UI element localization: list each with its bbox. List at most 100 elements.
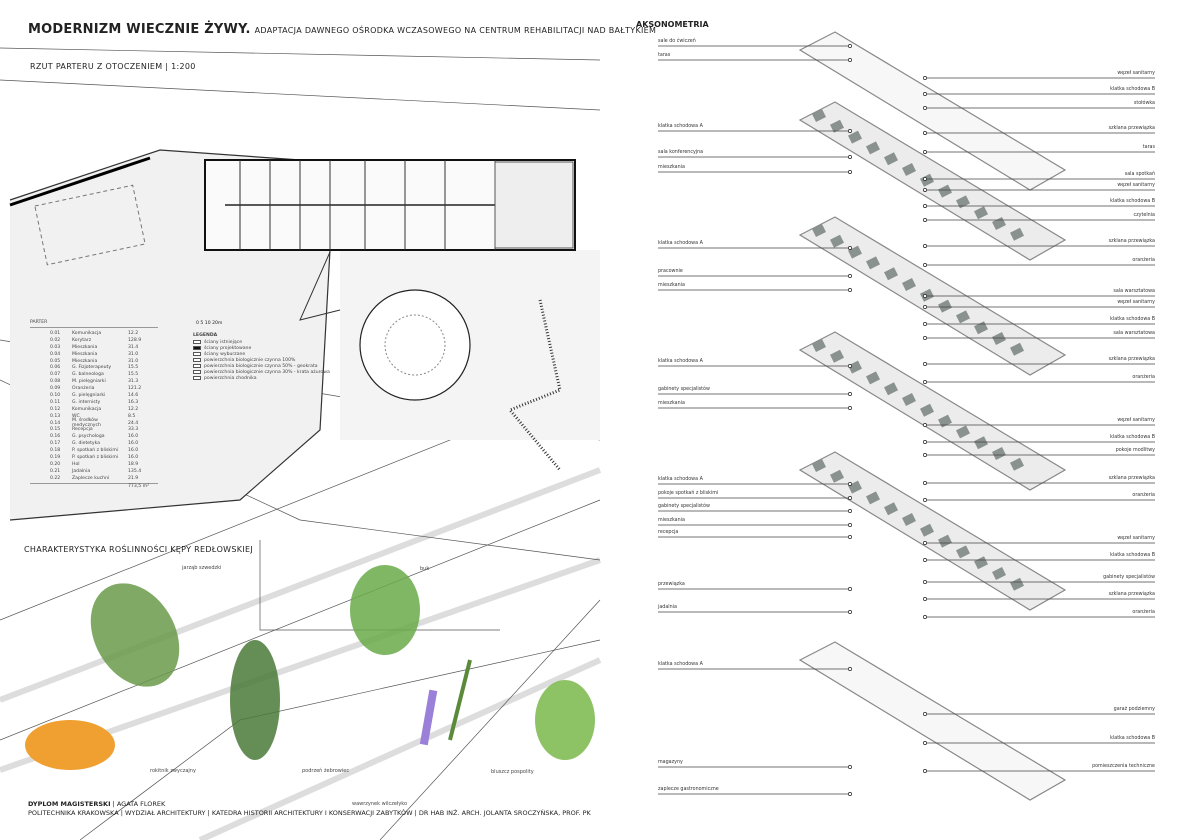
axonometry-label: węzeł sanitarny: [1117, 71, 1155, 76]
room-area: 15.5: [128, 365, 139, 371]
rooms-total: 773,5 m²: [30, 482, 158, 489]
room-area: 31.3: [128, 379, 139, 385]
room-no: 0.15: [50, 427, 61, 433]
axonometry-label: pokoje modlitwy: [1115, 448, 1155, 453]
legend-label: powierzchnia biologicznie czynna 30% - k…: [204, 369, 330, 375]
legend-label: powierzchnia biologicznie czynna 100%: [204, 357, 296, 363]
room-name: Jadalnia: [72, 468, 91, 474]
room-name: Komunikacja: [72, 330, 102, 336]
axonometry-label: klatka schodowa B: [1110, 736, 1155, 741]
room-area: 16.3: [128, 399, 139, 405]
room-no: 0.05: [50, 358, 61, 364]
room-area: 12.2: [128, 406, 139, 412]
plant-label: bluszcz pospolity: [491, 769, 534, 775]
footer-institution: POLITECHNIKA KRAKOWSKA | WYDZIAŁ ARCHITE…: [28, 809, 591, 817]
room-name: Mieszkania: [72, 351, 98, 357]
axonometry-label: sala konferencyjna: [658, 150, 704, 155]
axonometry-label: oranżeria: [1132, 375, 1155, 380]
axonometry-label: pokoje spotkań z bliskimi: [658, 491, 719, 496]
legend-item: ściany istniejące: [193, 339, 330, 345]
room-no: 0.13: [50, 413, 61, 419]
room-name: Hol: [72, 461, 80, 467]
axonometry-label: jadalnia: [658, 605, 677, 610]
plant-label: buk: [420, 566, 430, 572]
axonometry-label: pomieszczenia techniczne: [1092, 764, 1155, 769]
axonometry-label: recepcja: [658, 530, 679, 535]
axonometry-label: szklana przewiązka: [1108, 592, 1155, 597]
axonometry-label: gabinety specjalistów: [658, 504, 710, 509]
legend-title: LEGENDA: [193, 333, 218, 338]
room-no: 0.14: [50, 420, 61, 426]
legend-label: powierzchnia chodnika: [204, 375, 257, 381]
scale-bar: 0 5 10 20m: [196, 321, 223, 326]
room-no: 0.12: [50, 406, 61, 412]
room-area: 31.4: [128, 344, 139, 350]
room-name: P. spotkań z bliskimi: [72, 448, 119, 454]
legend-swatch: [193, 340, 201, 344]
room-no: 0.20: [50, 461, 61, 467]
room-no: 0.17: [50, 441, 61, 447]
plant-illustrations: [25, 565, 595, 770]
room-no: 0.19: [50, 454, 61, 460]
room-name: G. internisty: [72, 399, 101, 405]
axonometry-floor-2: [798, 101, 1067, 261]
legend-label: ściany istniejące: [204, 339, 243, 345]
room-no: 0.02: [50, 337, 61, 343]
axonometry-label: sala warsztatowa: [1113, 331, 1155, 336]
room-area: 18.9: [128, 461, 139, 467]
axonometry-label: klatka schodowa B: [1110, 87, 1155, 92]
room-no: 0.04: [50, 351, 61, 357]
room-area: 24.4: [128, 420, 139, 426]
room-area: 12.2: [128, 330, 139, 336]
room-area: 31.0: [128, 351, 139, 357]
room-area: 15.5: [128, 372, 139, 378]
room-area: 121.2: [128, 386, 142, 392]
legend-swatch: [193, 358, 201, 362]
axonometry-label: taras: [1142, 145, 1155, 150]
room-area: 31.0: [128, 358, 139, 364]
legend-item: powierzchnia biologicznie czynna 30% - k…: [193, 369, 330, 375]
footer: DYPLOM MAGISTERSKI | AGATA FLOREK POLITE…: [28, 800, 591, 818]
axonometry-label: sala warsztatowa: [1113, 289, 1155, 294]
room-name: M. środków medycznych: [72, 418, 101, 429]
room-name: G. dietetyka: [72, 441, 101, 447]
legend-item: powierzchnia biologicznie czynna 50% - g…: [193, 363, 330, 369]
axonometry-label: węzeł sanitarny: [1117, 536, 1155, 541]
legend-label: ściany projektowane: [204, 345, 252, 351]
room-name: Mieszkania: [72, 344, 98, 350]
axonometry-title: AKSONOMETRIA: [636, 20, 709, 29]
footer-diploma: DYPLOM MAGISTERSKI: [28, 800, 111, 808]
plant-label: wawrzynek wilczełyko: [352, 801, 408, 807]
axonometry-label: klatka schodowa A: [658, 359, 703, 364]
legend-item: ściany wyburzane: [193, 351, 330, 357]
legend-swatch: [193, 346, 201, 350]
room-area: 16.0: [128, 448, 139, 454]
room-name: P. spotkań z bliskimi: [72, 454, 119, 460]
axonometry-label: mieszkania: [658, 518, 685, 523]
room-name: G. balneologa: [72, 372, 104, 378]
room-no: 0.18: [50, 448, 61, 454]
table-row: 0.14 M. środków medycznych 24.4: [30, 418, 158, 429]
axonometry-label: gabinety specjalistów: [1103, 575, 1155, 580]
room-name: G. Fizjoterapeuty: [72, 365, 112, 371]
axonometry-floor-4: [798, 331, 1067, 491]
room-name: M. pielęgniarki: [72, 379, 106, 385]
page-title: MODERNIZM WIECZNIE ŻYWY.ADAPTACJA DAWNEG…: [28, 22, 657, 37]
table-row: 0.04 Mieszkania 31.0: [30, 351, 158, 358]
legend-label: ściany wyburzane: [204, 351, 246, 357]
axonometry-label: węzeł sanitarny: [1117, 418, 1155, 423]
axonometry-label: oranżeria: [1132, 610, 1155, 615]
axonometry-label: klatka schodowa B: [1110, 553, 1155, 558]
room-name: G. pielęgniarki: [72, 392, 106, 398]
axonometry-label: stołówka: [1133, 101, 1155, 106]
